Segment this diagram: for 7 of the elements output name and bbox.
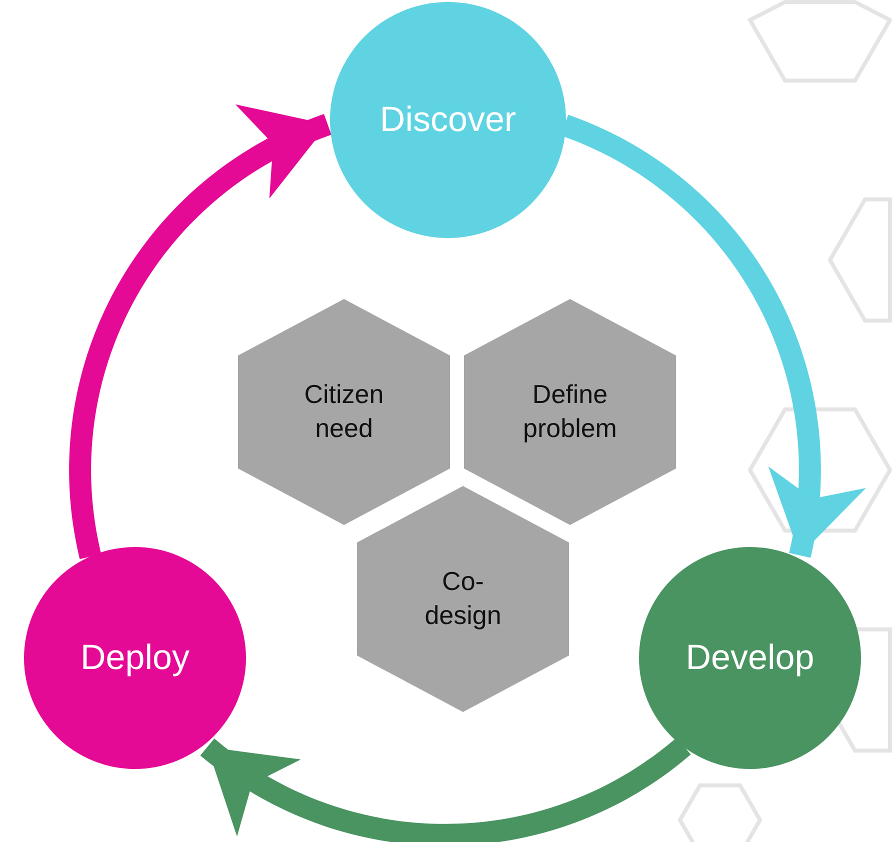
node-label: Discover xyxy=(380,100,516,140)
cycle-arrow xyxy=(198,736,694,842)
node-label: Citizen need xyxy=(303,378,385,445)
node-label: Co-design xyxy=(424,565,502,632)
node-label: Deploy xyxy=(80,638,190,678)
node-label: Develop xyxy=(686,638,814,678)
node-label: Define problem xyxy=(522,378,618,445)
